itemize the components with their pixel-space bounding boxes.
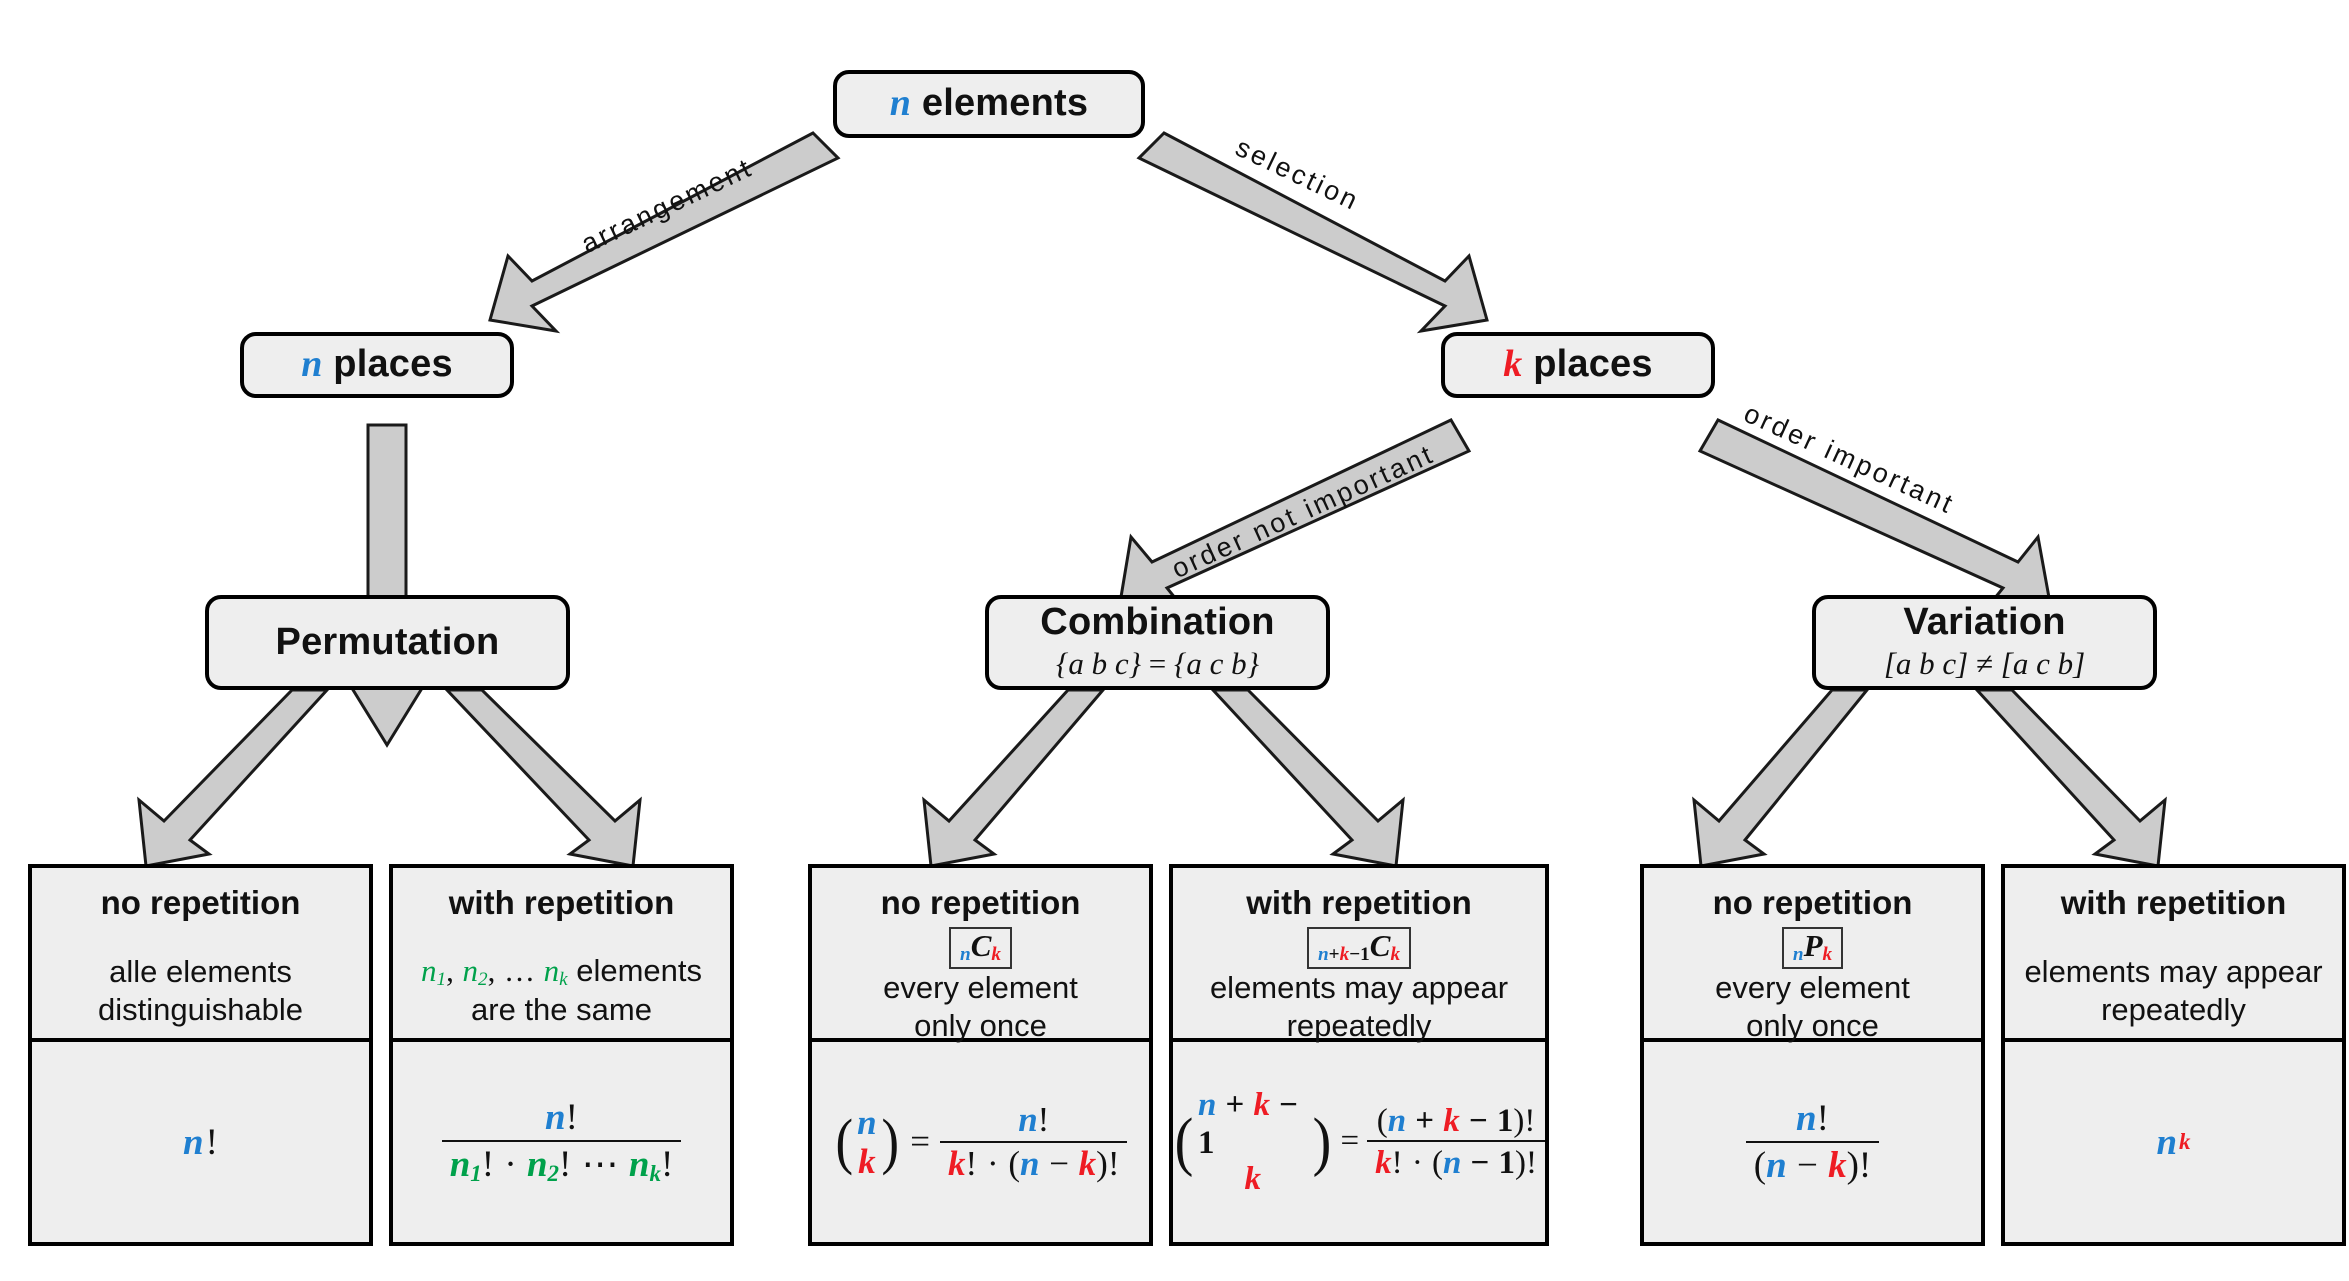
arrow-combination-no-repetition	[922, 688, 1107, 868]
leaf-upper: no repetition nPk every element only onc…	[1644, 868, 1981, 1044]
node-combination-title: Combination	[1040, 600, 1275, 643]
edge-label-arrangement: arrangement	[576, 151, 758, 260]
leaf-formula: n! (n − k)!	[1644, 1042, 1981, 1242]
edge-label-order-not-important: order not important	[1167, 438, 1440, 585]
leaf-upper: no repetition nCk every element only onc…	[812, 868, 1149, 1044]
node-n-places-label: n places	[301, 343, 453, 386]
node-variation[interactable]: Variation [a b c] ≠ [a c b]	[1812, 595, 2157, 690]
arrow-combination-with-repetition	[1209, 688, 1405, 868]
arrow-variation-no-repetition	[1692, 688, 1871, 868]
leaf-upper: with repetition elements may appear repe…	[2005, 868, 2342, 1042]
leaf-variation-no-repetition[interactable]: no repetition nPk every element only onc…	[1640, 864, 1985, 1246]
arrow-permutation-with-repetition	[443, 688, 642, 868]
node-permutation[interactable]: Permutation	[205, 595, 570, 690]
arrow-permutation-no-repetition	[137, 688, 331, 868]
leaf-heading: no repetition	[880, 884, 1081, 921]
arrow-order-important	[1697, 418, 2052, 617]
node-combination-subtitle: {a b c} = {a c b}	[1055, 646, 1260, 682]
arrow-variation-with-repetition	[1973, 688, 2167, 868]
node-combination[interactable]: Combination {a b c} = {a c b}	[985, 595, 1330, 690]
leaf-formula: ( n + k − 1 k ) = (n + k − 1)! k!	[1173, 1042, 1545, 1242]
leaf-formula: n! n1! · n2! ⋯ nk!	[393, 1042, 730, 1242]
leaf-heading: no repetition	[1712, 884, 1913, 921]
node-k-places[interactable]: k places	[1441, 332, 1715, 398]
edge-label-selection: selection	[1231, 132, 1365, 217]
node-variation-title: Variation	[1903, 600, 2066, 643]
node-n-elements[interactable]: n elements	[833, 70, 1145, 138]
leaf-description: alle elements distinguishable	[97, 954, 304, 1028]
leaf-heading: with repetition	[448, 884, 675, 921]
leaf-formula: n!	[183, 1121, 218, 1163]
node-n-places[interactable]: n places	[240, 332, 514, 398]
leaf-formula: ( n k ) = n! k! · (n − k)!	[812, 1042, 1149, 1242]
leaf-description: elements may appear repeatedly	[2024, 954, 2323, 1028]
leaf-permutation-no-repetition[interactable]: no repetition alle elements distinguisha…	[28, 864, 373, 1246]
node-variation-subtitle: [a b c] ≠ [a c b]	[1883, 646, 2086, 682]
leaf-description: every element only once	[1715, 970, 1910, 1044]
leaf-variation-with-repetition[interactable]: with repetition elements may appear repe…	[2001, 864, 2346, 1246]
leaf-heading: with repetition	[1246, 884, 1472, 921]
arrow-selection	[1136, 131, 1489, 334]
leaf-upper: with repetition n+k−1Ck elements may app…	[1173, 868, 1545, 1044]
arrow-n-places-permutation	[347, 423, 427, 748]
leaf-heading: with repetition	[2060, 884, 2287, 921]
leaf-heading: no repetition	[100, 884, 301, 921]
edge-label-order-important: order important	[1739, 398, 1960, 520]
node-k-places-label: k places	[1503, 343, 1653, 386]
leaf-combination-no-repetition[interactable]: no repetition nCk every element only onc…	[808, 864, 1153, 1246]
leaf-combination-with-repetition[interactable]: with repetition n+k−1Ck elements may app…	[1169, 864, 1549, 1246]
leaf-notation-nCk: nCk	[949, 926, 1012, 970]
node-n-elements-label: n elements	[889, 82, 1089, 125]
leaf-notation-nPk: nPk	[1781, 926, 1844, 970]
leaf-upper: no repetition alle elements distinguisha…	[32, 868, 369, 1042]
leaf-description: every element only once	[883, 970, 1078, 1044]
leaf-description: elements may appear repeatedly	[1209, 970, 1509, 1044]
node-permutation-title: Permutation	[275, 620, 500, 663]
leaf-notation-npkm1Ck: n+k−1Ck	[1306, 926, 1412, 970]
arrow-arrangement	[488, 131, 841, 334]
